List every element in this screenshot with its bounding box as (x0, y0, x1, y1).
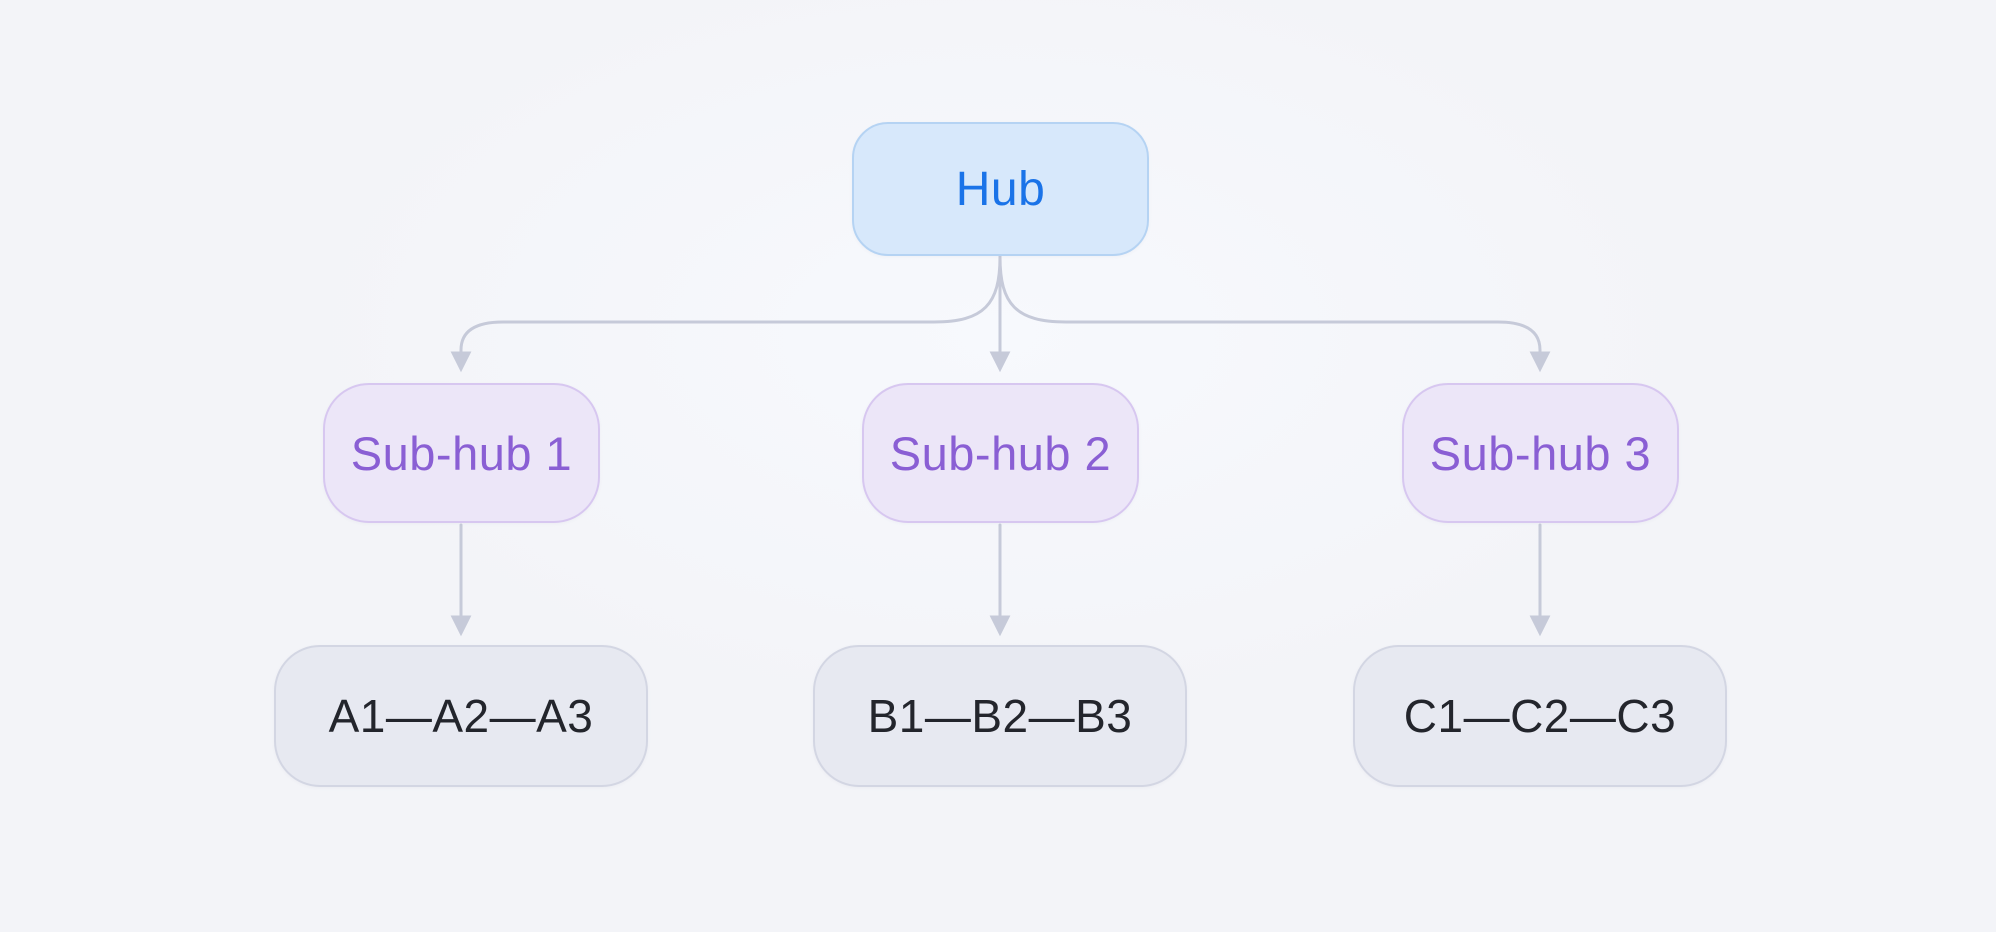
node-chain-b-label: B1—B2—B3 (867, 690, 1133, 742)
node-chain-a[interactable]: A1—A2—A3 (274, 645, 648, 787)
node-subhub-3[interactable]: Sub-hub 3 (1402, 383, 1679, 523)
edge-hub-to-subhub-3 (998, 255, 1551, 373)
node-hub[interactable]: Hub (852, 122, 1149, 256)
node-subhub-3-label: Sub-hub 3 (1429, 426, 1652, 480)
node-chain-b[interactable]: B1—B2—B3 (813, 645, 1187, 787)
node-chain-c[interactable]: C1—C2—C3 (1353, 645, 1727, 787)
edge-hub-to-subhub-1 (450, 255, 1002, 373)
node-subhub-2[interactable]: Sub-hub 2 (862, 383, 1139, 523)
node-subhub-1[interactable]: Sub-hub 1 (323, 383, 600, 523)
node-subhub-2-label: Sub-hub 2 (889, 426, 1112, 480)
node-chain-a-label: A1—A2—A3 (328, 690, 594, 742)
node-hub-label: Hub (955, 162, 1046, 216)
node-chain-c-label: C1—C2—C3 (1403, 690, 1677, 742)
node-subhub-1-label: Sub-hub 1 (350, 426, 573, 480)
